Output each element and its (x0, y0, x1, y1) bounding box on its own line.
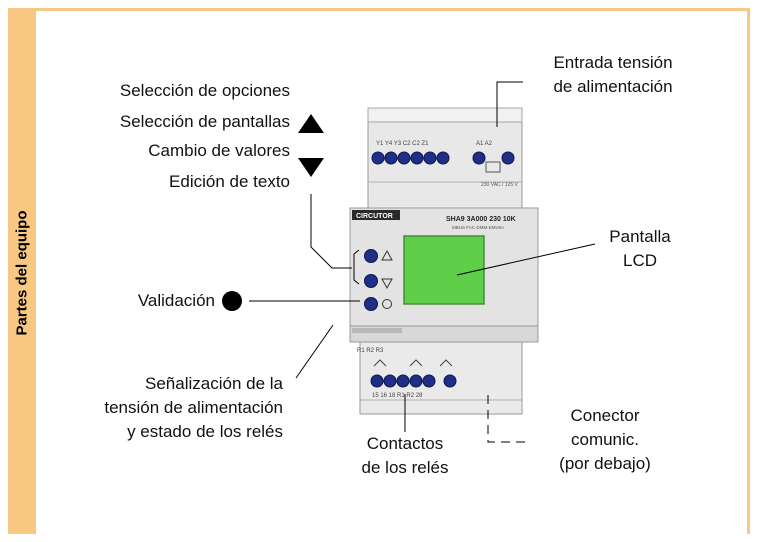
model-sub: MBUS FAC-DMM-EMV5A (452, 225, 504, 230)
model-label: SHA9 3A000 230 10K (446, 216, 516, 223)
label-validacion: Validación (137, 291, 215, 310)
label-conector-1: Conector (570, 406, 640, 425)
label-senalizacion-2: tensión de alimentación (104, 398, 283, 417)
label-senalizacion-1: Señalización de la (145, 374, 283, 393)
label-contactos-2: de los relés (361, 458, 449, 477)
top-terminals (371, 151, 515, 173)
frame-right-border (747, 8, 750, 534)
label-cambio-valores: Cambio de valores (148, 141, 290, 160)
arrow-up-icon (298, 114, 324, 133)
brand-logo: CIRCUTOR (356, 213, 393, 220)
svg-text:A1 A2: A1 A2 (476, 141, 493, 147)
label-edicion-texto: Edición de texto (169, 172, 290, 191)
device-bottom-module (349, 325, 539, 415)
bottom-terminals (370, 359, 457, 388)
label-seleccion-pantallas: Selección de pantallas (119, 112, 290, 131)
lcd-screen (403, 235, 485, 305)
label-pantalla-2: LCD (622, 251, 657, 270)
label-senalizacion-3: y estado de los relés (127, 422, 283, 441)
label-entrada-2: de alimentación (553, 77, 673, 96)
label-entrada-1: Entrada tensión (553, 53, 673, 72)
arrow-down-icon (298, 158, 324, 177)
top-terminal-labels: Y1 Y4 Y3 C2 C2 Z1 (376, 141, 429, 147)
frame-top-border (36, 8, 750, 11)
front-buttons (364, 249, 393, 311)
label-pantalla-1: Pantalla (609, 227, 671, 246)
bottom-note: R1 R2 R3 (357, 348, 384, 354)
bottom-terminal-labels: 15 16 18 R1 R2 28 (372, 393, 423, 399)
label-seleccion-opciones: Selección de opciones (119, 81, 290, 100)
top-note: 230 VAC / 125 V (481, 182, 519, 188)
validation-dot-icon (222, 291, 242, 311)
leader-lines (249, 81, 596, 443)
label-contactos-1: Contactos (366, 434, 444, 453)
label-conector-3: (por debajo) (559, 454, 651, 473)
sidebar (8, 8, 36, 534)
label-conector-2: comunic. (570, 430, 640, 449)
